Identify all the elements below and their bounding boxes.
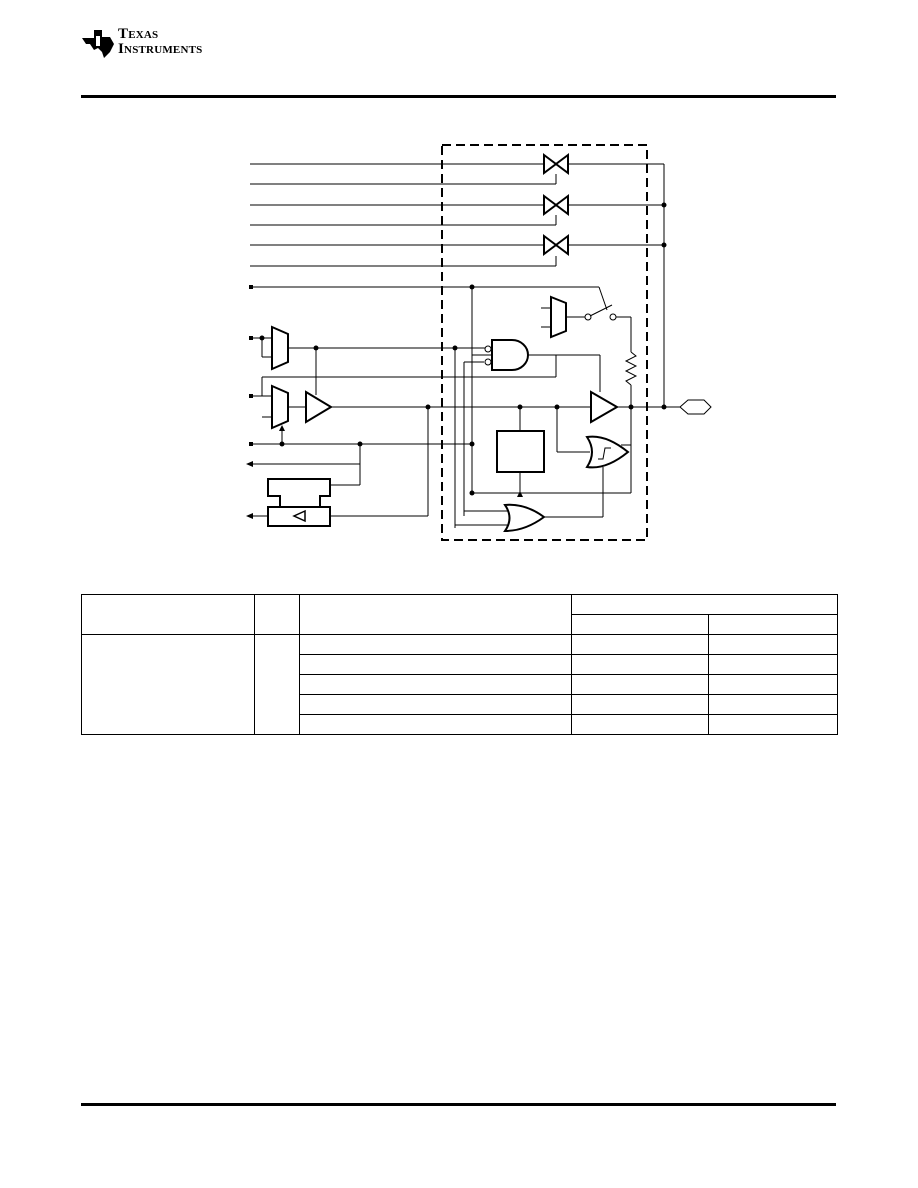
transmission-gate <box>543 153 569 175</box>
junction-dot <box>661 404 667 410</box>
switch-contact <box>609 313 617 321</box>
ti-logo-wordmark: TEXAS INSTRUMENTS <box>118 26 203 57</box>
footer-rule <box>81 1103 836 1106</box>
junction-dot <box>517 404 523 410</box>
table-cell <box>299 634 572 655</box>
and-gate <box>491 339 529 371</box>
switch-contact <box>584 313 592 321</box>
inverter-bubble <box>484 345 492 353</box>
pin-pad <box>249 285 253 289</box>
junction-dot <box>425 404 431 410</box>
junction-dot <box>259 335 265 341</box>
table-cell <box>254 634 300 735</box>
junction-dot <box>357 441 363 447</box>
junction-dot <box>661 242 667 248</box>
latch-block <box>267 478 331 508</box>
pin-function-table <box>81 594 838 735</box>
table-cell <box>708 674 838 695</box>
logic-block <box>496 430 545 473</box>
schmitt-trigger-icon <box>598 447 611 460</box>
table-cell <box>299 694 572 715</box>
table-cell <box>571 674 709 695</box>
table-cell <box>299 674 572 695</box>
table-header-cell <box>571 594 838 615</box>
table-header-cell <box>81 594 255 635</box>
junction-dot <box>452 345 458 351</box>
io-pin-schematic <box>246 144 712 541</box>
table-header-cell <box>299 594 572 635</box>
input-mux <box>271 325 289 371</box>
table-cell <box>571 634 709 655</box>
table-cell <box>708 654 838 675</box>
table-cell <box>708 714 838 735</box>
junction-dot <box>628 404 634 410</box>
arrow-up <box>279 425 285 431</box>
arrow-left <box>246 461 253 467</box>
table-cell <box>708 634 838 655</box>
junction-dot <box>313 345 319 351</box>
arrow-up <box>517 491 523 497</box>
delay-block <box>267 506 331 527</box>
table-cell <box>571 714 709 735</box>
header-rule <box>81 95 836 98</box>
table-header-cell <box>708 614 838 635</box>
module-boundary <box>441 144 648 541</box>
ti-logo-icon <box>82 30 114 58</box>
signal-line <box>598 286 608 311</box>
pin-pad <box>249 394 253 398</box>
table-cell <box>571 694 709 715</box>
table-cell <box>81 634 255 735</box>
pin-pad <box>249 442 253 446</box>
schmitt-or-gate <box>585 435 630 469</box>
table-cell <box>299 654 572 675</box>
or-gate <box>503 503 546 533</box>
table-header-cell <box>254 594 300 635</box>
junction-dot <box>469 490 475 496</box>
table-cell <box>299 714 572 735</box>
transmission-gate <box>543 194 569 216</box>
input-mux <box>271 384 289 430</box>
table-cell <box>708 694 838 715</box>
junction-dot <box>554 404 560 410</box>
output-driver <box>590 390 620 424</box>
mux <box>550 295 567 339</box>
transmission-gate <box>543 234 569 256</box>
input-buffer <box>305 390 333 424</box>
switch-arm <box>589 304 613 317</box>
junction-dot <box>469 284 475 290</box>
triangle-left-icon <box>292 509 306 523</box>
pin-pad <box>249 336 253 340</box>
bidirectional-pin-icon <box>679 399 712 415</box>
inverter-bubble <box>484 358 492 366</box>
junction-dot <box>661 202 667 208</box>
table-cell <box>571 654 709 675</box>
pull-resistor <box>624 351 638 386</box>
junction-dot <box>469 441 475 447</box>
arrow-left <box>246 513 253 519</box>
junction-dot <box>279 441 285 447</box>
table-header-cell <box>571 614 709 635</box>
